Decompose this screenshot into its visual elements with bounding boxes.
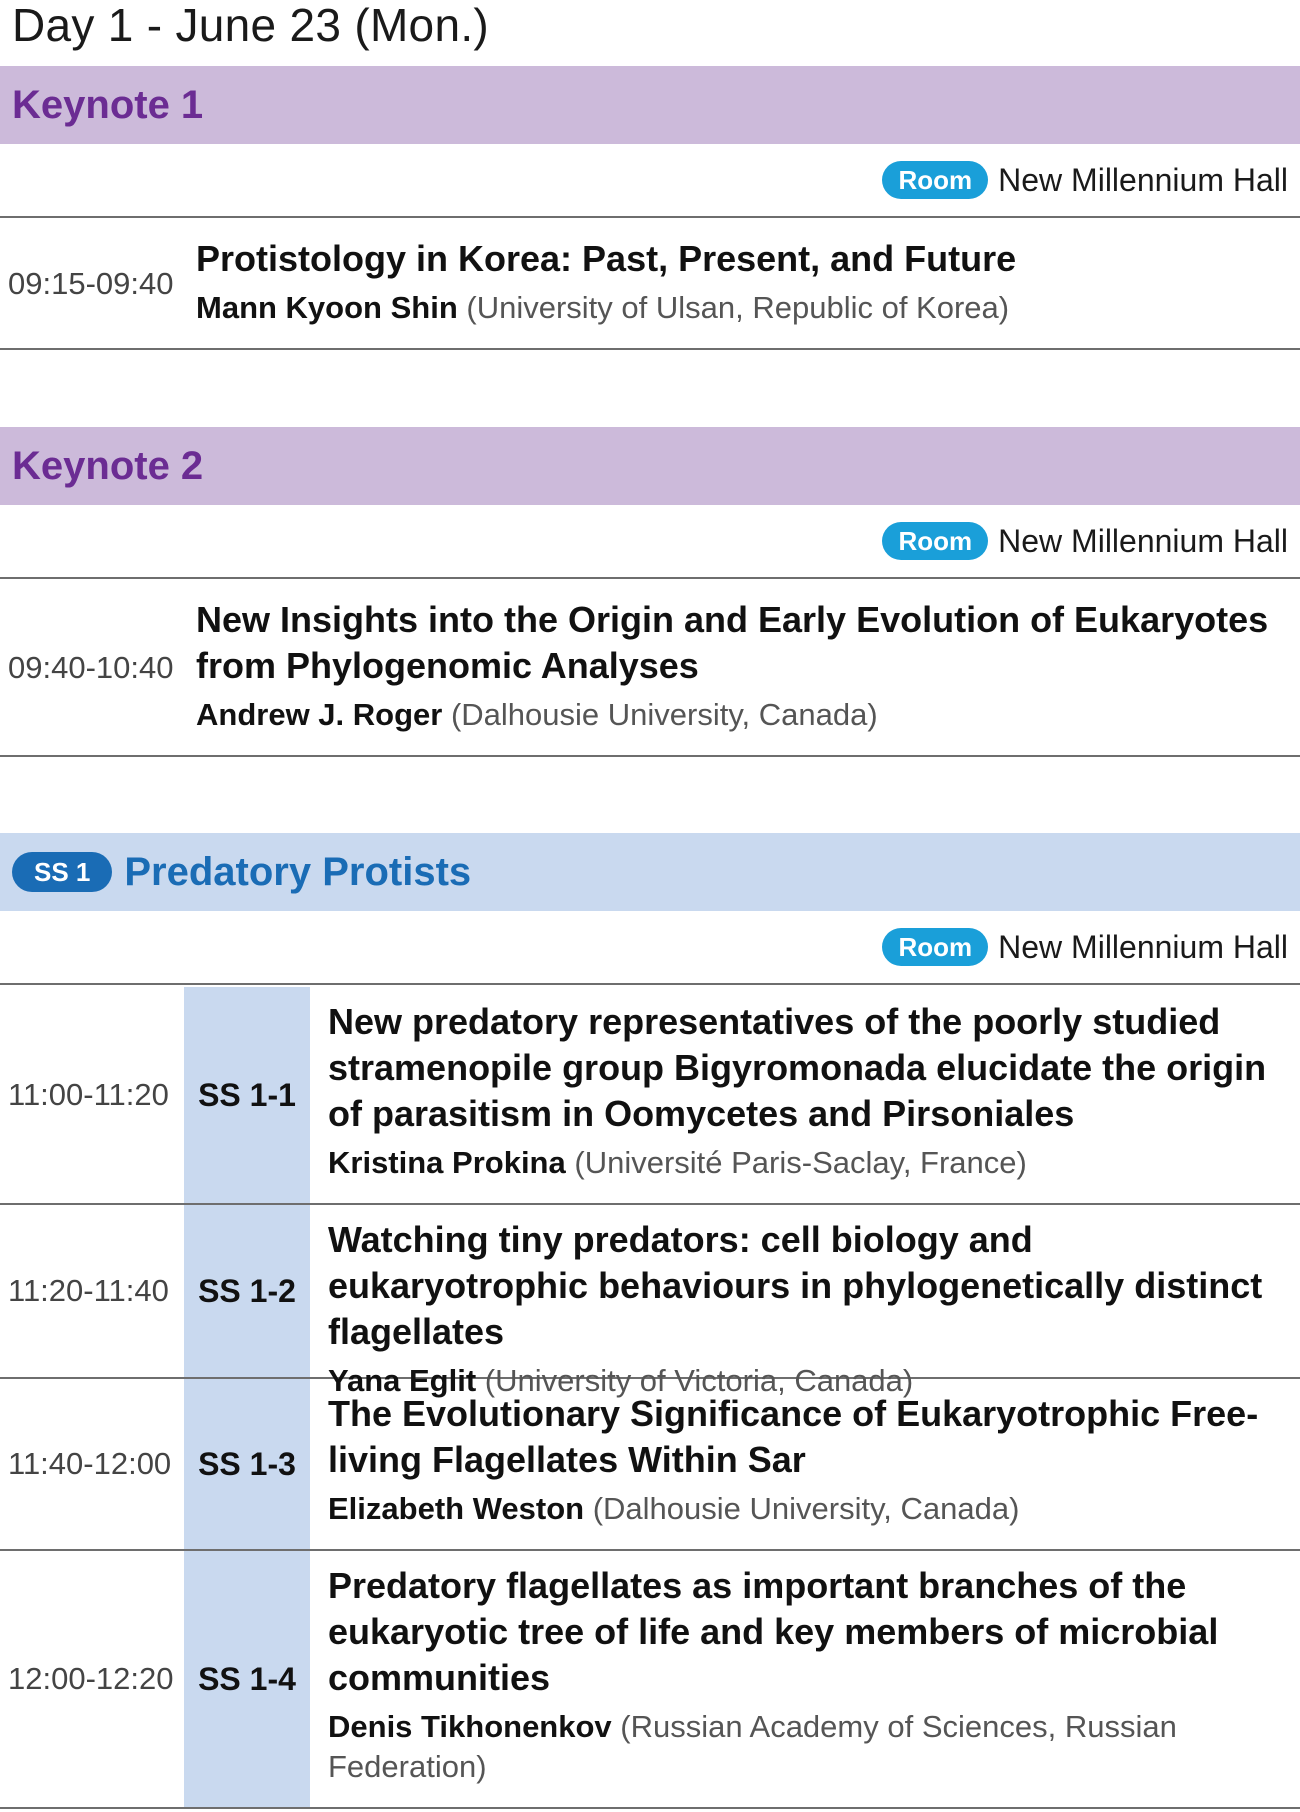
talk-time: 11:40-12:00 bbox=[8, 1446, 172, 1481]
talk-code: SS 1-1 bbox=[184, 987, 310, 1203]
session-banner-keynote-2: Keynote 2 bbox=[0, 427, 1300, 505]
talk-title: The Evolutionary Significance of Eukaryo… bbox=[328, 1393, 1259, 1480]
speaker-name: Andrew J. Roger bbox=[196, 697, 443, 732]
talk-speaker-line: Mann Kyoon Shin (University of Ulsan, Re… bbox=[196, 288, 1288, 328]
room-name: New Millennium Hall bbox=[998, 928, 1288, 965]
session-title: Keynote 2 bbox=[12, 443, 204, 488]
session-title: Predatory Protists bbox=[124, 849, 472, 894]
session-title: Keynote 1 bbox=[12, 82, 204, 127]
room-row: Room New Millennium Hall bbox=[0, 505, 1300, 579]
speaker-name: Mann Kyoon Shin bbox=[196, 290, 458, 325]
speaker-affiliation: (Dalhousie University, Canada) bbox=[450, 697, 878, 732]
talk-time: 11:00-11:20 bbox=[8, 1077, 169, 1112]
room-badge: Room bbox=[882, 161, 989, 199]
talk-speaker-line: Elizabeth Weston (Dalhousie University, … bbox=[328, 1489, 1288, 1529]
talk-title: New predatory representatives of the poo… bbox=[328, 1001, 1267, 1134]
talk-row: 11:40-12:00 SS 1-3 The Evolutionary Sign… bbox=[0, 1379, 1300, 1551]
room-name: New Millennium Hall bbox=[998, 161, 1288, 198]
room-badge: Room bbox=[882, 522, 989, 560]
speaker-affiliation: (University of Victoria, Canada) bbox=[484, 1363, 914, 1398]
talk-row: 11:20-11:40 SS 1-2 Watching tiny predato… bbox=[0, 1205, 1300, 1398]
speaker-name: Kristina Prokina bbox=[328, 1145, 566, 1180]
speaker-affiliation: (Russian Academy of Sciences, Russian Fe… bbox=[328, 1709, 1177, 1784]
talk-code: SS 1-4 bbox=[184, 1551, 310, 1807]
session-banner-ss-1: SS 1 Predatory Protists bbox=[0, 833, 1300, 911]
session-badge: SS 1 bbox=[12, 852, 113, 892]
talk-speaker-line: Denis Tikhonenkov (Russian Academy of Sc… bbox=[328, 1707, 1288, 1787]
talk-speaker-line: Yana Eglit (University of Victoria, Cana… bbox=[328, 1361, 1288, 1401]
room-name: New Millennium Hall bbox=[998, 522, 1288, 559]
talk-code: SS 1-3 bbox=[184, 1379, 310, 1549]
speaker-affiliation: (Université Paris-Saclay, France) bbox=[574, 1145, 1027, 1180]
talk-code: SS 1-2 bbox=[184, 1205, 310, 1377]
session-banner-keynote-1: Keynote 1 bbox=[0, 66, 1300, 144]
talk-time: 12:00-12:20 bbox=[8, 1661, 174, 1696]
room-row: Room New Millennium Hall bbox=[0, 911, 1300, 985]
speaker-name: Elizabeth Weston bbox=[328, 1491, 585, 1526]
speaker-name: Yana Eglit bbox=[328, 1363, 477, 1398]
talk-row: 11:00-11:20 SS 1-1 New predatory represe… bbox=[0, 987, 1300, 1205]
room-row: Room New Millennium Hall bbox=[0, 144, 1300, 218]
room-badge: Room bbox=[882, 928, 989, 966]
talk-title: Predatory flagellates as important branc… bbox=[328, 1565, 1219, 1698]
talk-row: 12:00-12:20 SS 1-4 Predatory flagellates… bbox=[0, 1551, 1300, 1809]
talk-speaker-line: Andrew J. Roger (Dalhousie University, C… bbox=[196, 695, 1288, 735]
talk-title: Watching tiny predators: cell biology an… bbox=[328, 1219, 1263, 1352]
speaker-affiliation: (University of Ulsan, Republic of Korea) bbox=[466, 290, 1010, 325]
talk-row: 09:15-09:40 Protistology in Korea: Past,… bbox=[0, 220, 1300, 350]
talk-time: 09:15-09:40 bbox=[8, 266, 174, 301]
talk-time: 09:40-10:40 bbox=[8, 650, 174, 685]
talk-row: 09:40-10:40 New Insights into the Origin… bbox=[0, 581, 1300, 757]
talk-title: New Insights into the Origin and Early E… bbox=[196, 599, 1269, 686]
day-title: Day 1 - June 23 (Mon.) bbox=[12, 0, 490, 51]
talk-time: 11:20-11:40 bbox=[8, 1273, 169, 1308]
talk-title: Protistology in Korea: Past, Present, an… bbox=[196, 238, 1017, 279]
speaker-affiliation: (Dalhousie University, Canada) bbox=[592, 1491, 1020, 1526]
speaker-name: Denis Tikhonenkov bbox=[328, 1709, 612, 1744]
talk-speaker-line: Kristina Prokina (Université Paris-Sacla… bbox=[328, 1143, 1288, 1183]
